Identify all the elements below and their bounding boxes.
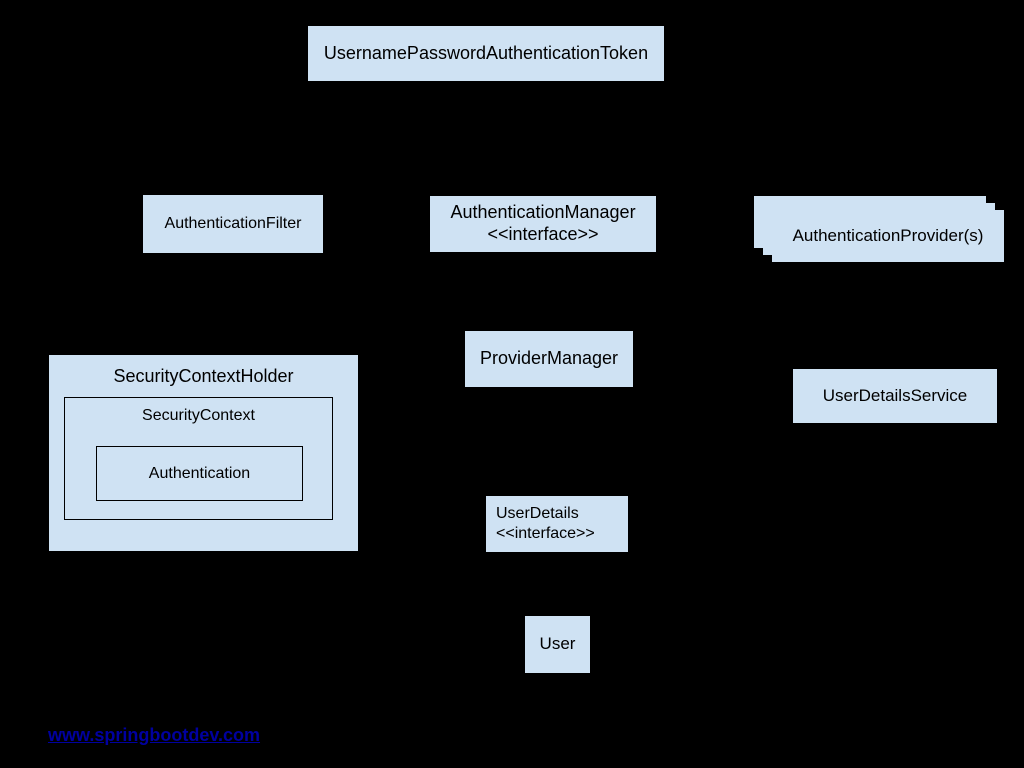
- node-provider-manager: ProviderManager: [465, 331, 633, 387]
- node-authentication-providers: AuthenticationProvider(s): [772, 210, 1004, 262]
- node-authentication-manager-stereotype: <<interface>>: [487, 224, 599, 244]
- node-authentication-manager: AuthenticationManager <<interface>>: [430, 196, 656, 252]
- node-user-details-label: UserDetails: [496, 505, 579, 523]
- node-user-details-service: UserDetailsService: [793, 369, 997, 423]
- footer: www.springbootdev.com: [48, 725, 260, 746]
- node-authentication: Authentication: [96, 446, 303, 501]
- node-username-password-authentication-token: UsernamePasswordAuthenticationToken: [308, 26, 664, 81]
- node-security-context-holder: SecurityContextHolder SecurityContext Au…: [49, 355, 358, 551]
- node-security-context: SecurityContext Authentication: [64, 397, 333, 520]
- node-user-details: UserDetails <<interface>>: [486, 496, 628, 552]
- website-link[interactable]: www.springbootdev.com: [48, 725, 261, 745]
- security-context-label: SecurityContext: [142, 407, 255, 424]
- node-user: User: [525, 616, 590, 673]
- node-authentication-providers-stack: AuthenticationProvider(s): [754, 196, 1006, 264]
- node-user-details-stereotype: <<interface>>: [496, 525, 595, 542]
- security-context-holder-label: SecurityContextHolder: [113, 366, 294, 386]
- node-authentication-filter: AuthenticationFilter: [143, 195, 323, 253]
- node-authentication-manager-label: AuthenticationManager: [450, 202, 636, 223]
